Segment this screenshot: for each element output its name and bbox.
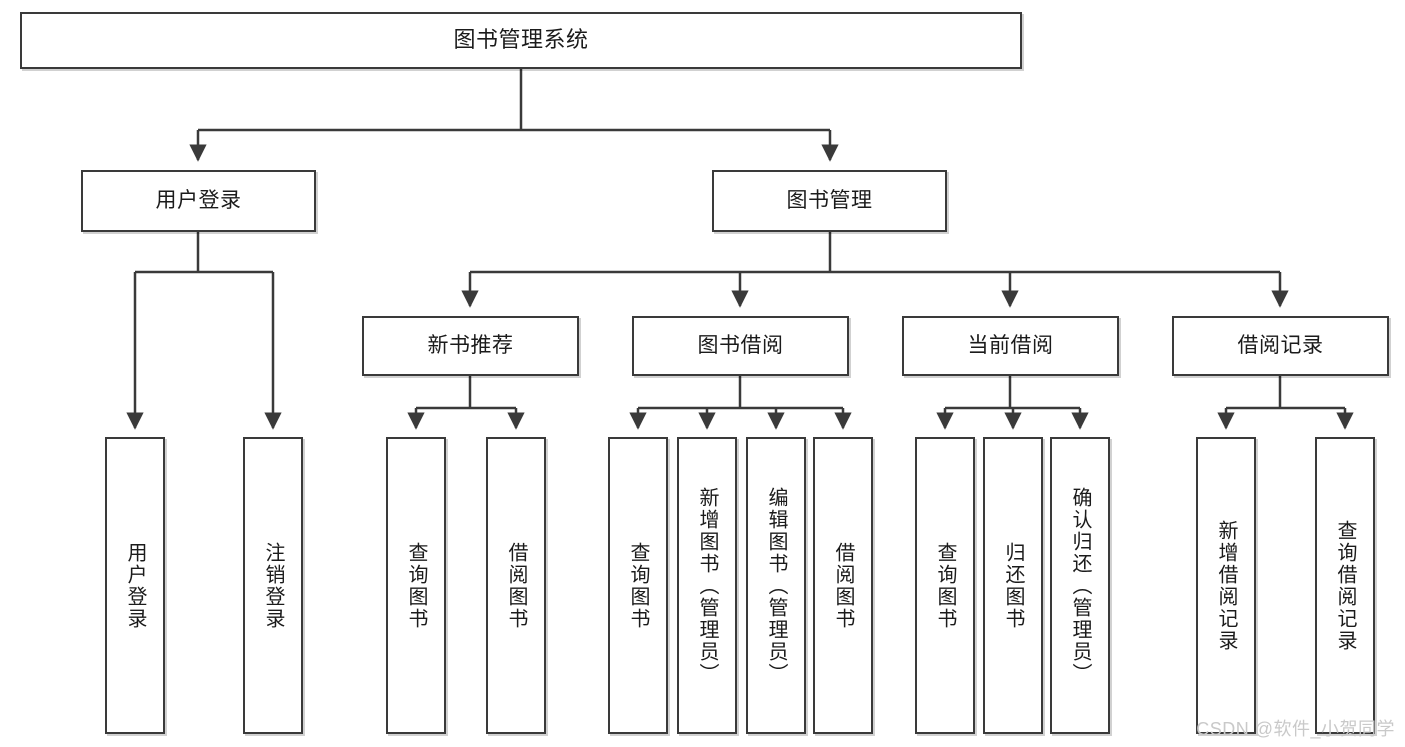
node-book-manage[interactable]: 图书管理 bbox=[712, 170, 947, 232]
csdn-watermark: CSDN @软件_小贺同学 bbox=[1196, 719, 1395, 739]
node-leaf-return-book[interactable]: 归还图书 bbox=[983, 437, 1043, 734]
node-leaf-user-login-label: 用户登录 bbox=[124, 541, 146, 630]
node-leaf-borrow-book-1-label: 借阅图书 bbox=[505, 541, 527, 630]
node-leaf-confirm-return-label: 确认归还（管理员） bbox=[1069, 486, 1091, 685]
node-borrow-record[interactable]: 借阅记录 bbox=[1172, 316, 1389, 376]
node-leaf-add-borrow-record-label: 新增借阅记录 bbox=[1215, 519, 1237, 652]
node-leaf-edit-book-label: 编辑图书（管理员） bbox=[765, 486, 787, 685]
node-leaf-query-book-2-label: 查询图书 bbox=[627, 541, 649, 630]
node-borrow-record-label: 借阅记录 bbox=[1237, 334, 1324, 358]
node-user-login-label: 用户登录 bbox=[155, 189, 242, 213]
node-book-borrow-label: 图书借阅 bbox=[697, 334, 784, 358]
node-root-system-label: 图书管理系统 bbox=[453, 27, 589, 53]
node-book-borrow[interactable]: 图书借阅 bbox=[632, 316, 849, 376]
node-leaf-borrow-book-2-label: 借阅图书 bbox=[832, 541, 854, 630]
node-leaf-query-borrow-record-label: 查询借阅记录 bbox=[1334, 519, 1356, 652]
node-leaf-edit-book[interactable]: 编辑图书（管理员） bbox=[746, 437, 806, 734]
node-leaf-query-book-1[interactable]: 查询图书 bbox=[386, 437, 446, 734]
node-new-book-rec[interactable]: 新书推荐 bbox=[362, 316, 579, 376]
node-leaf-query-book-1-label: 查询图书 bbox=[405, 541, 427, 630]
node-leaf-confirm-return[interactable]: 确认归还（管理员） bbox=[1050, 437, 1110, 734]
node-user-login[interactable]: 用户登录 bbox=[81, 170, 316, 232]
node-book-manage-label: 图书管理 bbox=[786, 189, 873, 213]
node-current-borrow-label: 当前借阅 bbox=[967, 334, 1054, 358]
node-leaf-logout-login[interactable]: 注销登录 bbox=[243, 437, 303, 734]
node-new-book-rec-label: 新书推荐 bbox=[427, 334, 514, 358]
node-leaf-add-book-label: 新增图书（管理员） bbox=[696, 486, 718, 685]
node-root-system[interactable]: 图书管理系统 bbox=[20, 12, 1022, 69]
node-leaf-query-book-2[interactable]: 查询图书 bbox=[608, 437, 668, 734]
node-leaf-add-borrow-record[interactable]: 新增借阅记录 bbox=[1196, 437, 1256, 734]
node-leaf-query-book-3[interactable]: 查询图书 bbox=[915, 437, 975, 734]
node-leaf-borrow-book-1[interactable]: 借阅图书 bbox=[486, 437, 546, 734]
node-leaf-query-book-3-label: 查询图书 bbox=[934, 541, 956, 630]
node-leaf-add-book[interactable]: 新增图书（管理员） bbox=[677, 437, 737, 734]
node-leaf-query-borrow-record[interactable]: 查询借阅记录 bbox=[1315, 437, 1375, 734]
node-current-borrow[interactable]: 当前借阅 bbox=[902, 316, 1119, 376]
node-leaf-user-login[interactable]: 用户登录 bbox=[105, 437, 165, 734]
node-leaf-borrow-book-2[interactable]: 借阅图书 bbox=[813, 437, 873, 734]
node-leaf-logout-login-label: 注销登录 bbox=[262, 541, 284, 630]
node-leaf-return-book-label: 归还图书 bbox=[1002, 541, 1024, 630]
